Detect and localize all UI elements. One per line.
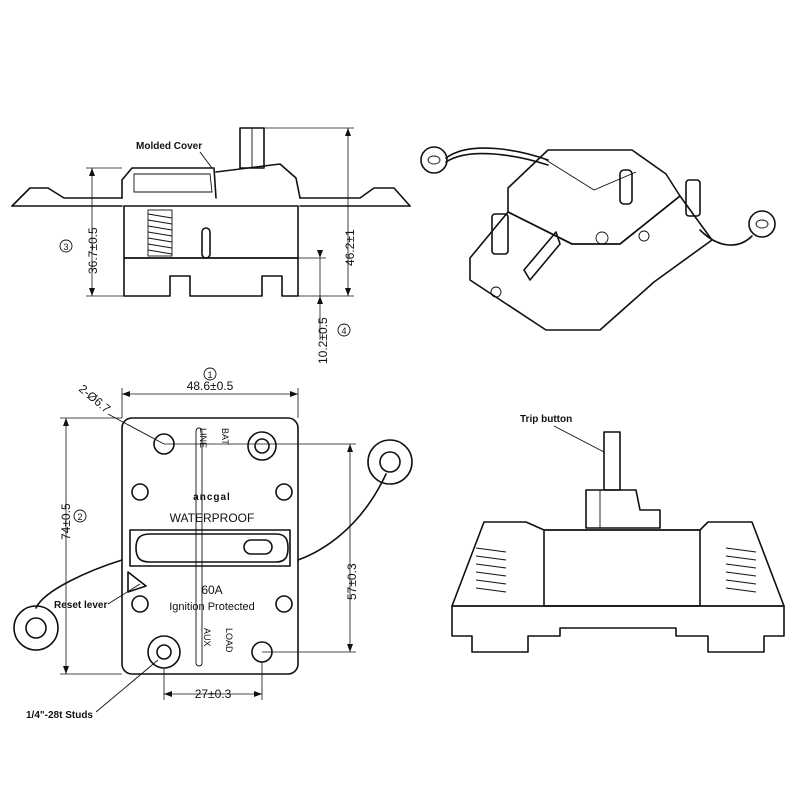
stud-bat [247,431,277,461]
molded-cover-label: Molded Cover [136,141,202,152]
dim-hole-spacing: 57±0.3 [345,563,359,600]
dim-height-body: 36.7±0.5 [86,227,100,274]
waterproof-text: WATERPROOF [170,511,255,525]
base-flange [123,257,299,297]
brand-logo-text: ancgal [193,492,231,503]
iso-body [469,195,713,331]
left-ear-strap [35,559,123,609]
reset-lever-slot [129,529,291,567]
callout-4: 4 [341,326,346,336]
front-elevation-view: Trip button [451,414,785,653]
dim-width: 48.6±0.5 [187,379,234,393]
aux-text: AUX [202,628,212,647]
isometric-view [420,146,776,331]
top-view: ancgal WATERPROOF 60A Ignition Protected… [13,367,413,721]
molded-cover-shape [121,167,217,199]
iso-cover [507,149,681,245]
callout-3: 3 [63,242,68,252]
front-base [451,605,785,653]
right-stud-threads [725,547,757,593]
load-text: LOAD [224,628,234,653]
rating-text: 60A [201,583,222,597]
trip-button-housing [585,489,661,529]
right-ear-strap [297,473,387,561]
front-body [451,521,785,607]
trip-button-front [603,431,621,491]
callout-2: 2 [77,512,82,522]
callout-1: 1 [207,370,212,380]
dim-stud-spacing: 27±0.3 [195,687,232,701]
reset-lever-label: Reset lever [54,600,107,611]
left-mounting-ear [11,187,123,207]
studs-label: 1/4"-28t Studs [26,710,93,721]
dim-flange-depth: 10.2±0.5 [316,317,330,364]
stud-aux [147,635,181,669]
side-elevation-view: 36.7±0.5 3 46.2±1 10.2±0.5 4 Molded Cove… [11,127,411,364]
line-text: LINE [198,428,208,448]
right-mounting-ear [299,187,411,207]
breaker-face [121,417,299,675]
stud-threads [147,209,173,257]
ignition-text: Ignition Protected [169,601,255,613]
dim-length: 74±0.5 [59,503,73,540]
dim-hole: 2-Ø6.7 [76,382,113,417]
bat-text: BAT [220,428,230,445]
trip-button-label: Trip button [520,414,572,425]
dim-height-total: 46.2±1 [343,229,357,266]
left-stud-threads [475,547,507,593]
